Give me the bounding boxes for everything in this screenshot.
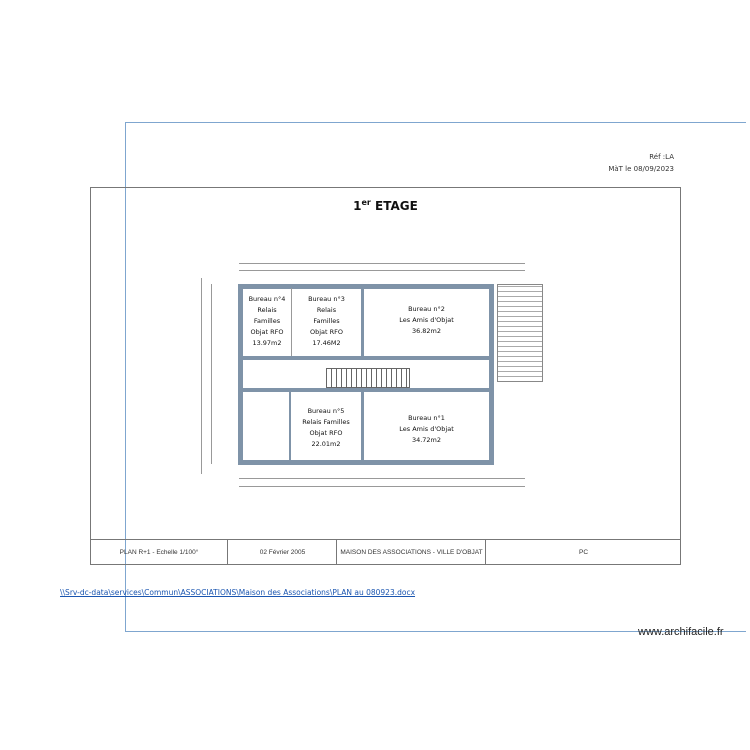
- partition: [291, 288, 292, 356]
- wall: [238, 284, 243, 465]
- dimension-line: [211, 284, 212, 464]
- title-block-code: PC: [485, 539, 681, 564]
- title-block-date: 02 Février 2005: [227, 539, 337, 564]
- ref-label: Réf :LA: [649, 153, 674, 161]
- dimension-line: [239, 270, 525, 271]
- wall: [238, 460, 494, 465]
- title-block-project: MAISON DES ASSOCIATIONS - VILLE D'OBJAT: [336, 539, 486, 564]
- floor-title: 1er ETAGE: [353, 198, 418, 213]
- dimension-line: [239, 263, 525, 264]
- wall: [489, 284, 494, 465]
- dimension-line: [201, 278, 202, 474]
- dimension-line: [239, 478, 525, 479]
- reference-block: Réf :LA MàT le 08/09/2023: [608, 151, 674, 175]
- update-date: MàT le 08/09/2023: [608, 165, 674, 173]
- wall: [361, 390, 364, 462]
- title-block-plan: PLAN R+1 - Echelle 1/100°: [91, 539, 227, 564]
- watermark: www.archifacile.fr: [638, 626, 724, 638]
- wall: [289, 392, 291, 462]
- dimension-line: [239, 486, 525, 487]
- wall: [238, 284, 494, 289]
- staircase: [326, 368, 410, 388]
- wall: [238, 388, 494, 392]
- wall: [361, 284, 364, 358]
- file-path-link[interactable]: \\Srv-dc-data\services\Commun\ASSOCIATIO…: [60, 588, 416, 597]
- external-stair: [497, 284, 543, 382]
- wall: [238, 356, 494, 360]
- page-frame: [125, 122, 746, 632]
